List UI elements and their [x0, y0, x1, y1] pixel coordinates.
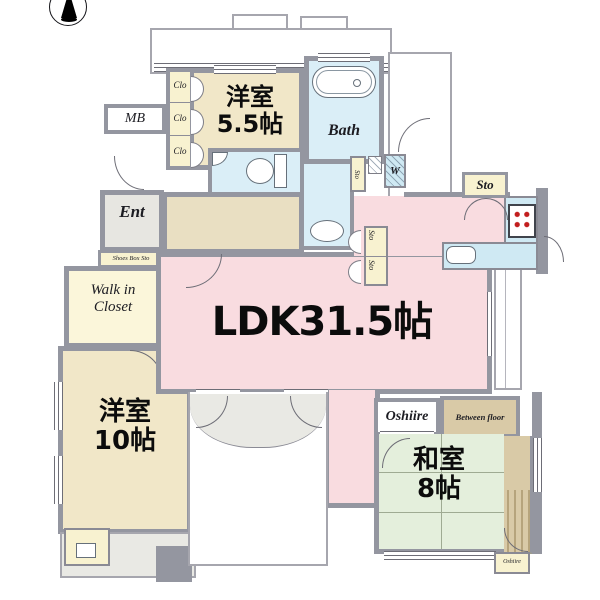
toilet-tank: [274, 154, 287, 188]
washitsu-label: 和室 8帖: [412, 445, 465, 505]
room55-top-window: [214, 65, 276, 74]
bath-top-window: [318, 53, 370, 62]
north-arrow-icon: [49, 0, 87, 26]
walk-in-closet-label: Walk in Closet: [90, 282, 136, 315]
bathtub-drain: [353, 79, 361, 87]
counter-hatch: [368, 156, 382, 174]
storage-linen: Sto: [350, 156, 366, 192]
room10-left-window-1: [54, 382, 63, 430]
tatami-line: [441, 434, 442, 549]
ldk-right-window: [487, 292, 496, 356]
closet-label-3: Clo: [173, 146, 187, 156]
closet-label-1: Clo: [173, 80, 187, 90]
kitchen-storage: Sto: [462, 172, 508, 198]
bathtub-inner: [316, 70, 372, 94]
washitsu-bottom-window: [384, 551, 496, 560]
north-arrow-needle: [61, 0, 77, 18]
bath-label: Bath: [327, 122, 360, 139]
trunk-room-inner: [76, 543, 96, 558]
ldk-label: LDK31.5帖: [211, 299, 433, 345]
storage-stack-label-1: Sto: [367, 230, 376, 241]
entrance: [100, 190, 164, 252]
washitsu-right-window: [533, 438, 542, 492]
north-arrow-base: [61, 17, 77, 22]
storage-stack: [364, 226, 388, 286]
ldk-lower-corridor: [324, 390, 380, 508]
pillar: [156, 546, 192, 582]
closet-label-2: Clo: [173, 113, 187, 123]
between-floor: Between floor: [440, 396, 520, 438]
kitchen-service-door-arc: [544, 236, 564, 262]
meter-box: MB: [104, 104, 166, 134]
entrance-door-arc: [114, 156, 144, 190]
toilet-bowl-icon: [246, 158, 274, 184]
between-floor-side: [502, 436, 534, 492]
trunk-room: [64, 528, 110, 566]
stove-icon: [508, 204, 536, 238]
balcony-right-strip: [494, 268, 522, 390]
storage-divider: [366, 256, 386, 257]
hallway: [162, 192, 304, 254]
entrance-label: Ent: [119, 202, 145, 221]
storage-stack-label-2: Sto: [367, 260, 376, 271]
meter-box-label: MB: [124, 111, 146, 126]
washer-space: W: [384, 154, 406, 188]
washbasin-icon: [310, 220, 344, 242]
oshiire-small: Oshiire: [494, 552, 530, 574]
closet-divider: [170, 102, 190, 103]
railing-line: [505, 270, 506, 388]
room10-label: 洋室 10帖: [93, 397, 157, 457]
room10-left-window-2: [54, 456, 63, 504]
bathtub-icon: [312, 66, 376, 98]
tatami-line: [379, 512, 504, 513]
tatami-line: [379, 472, 504, 473]
storage-accordion-door: [348, 230, 361, 254]
closet-divider: [170, 135, 190, 136]
kitchen-sink-icon: [446, 246, 476, 264]
room55-label: 洋室 5.5帖: [216, 83, 284, 138]
